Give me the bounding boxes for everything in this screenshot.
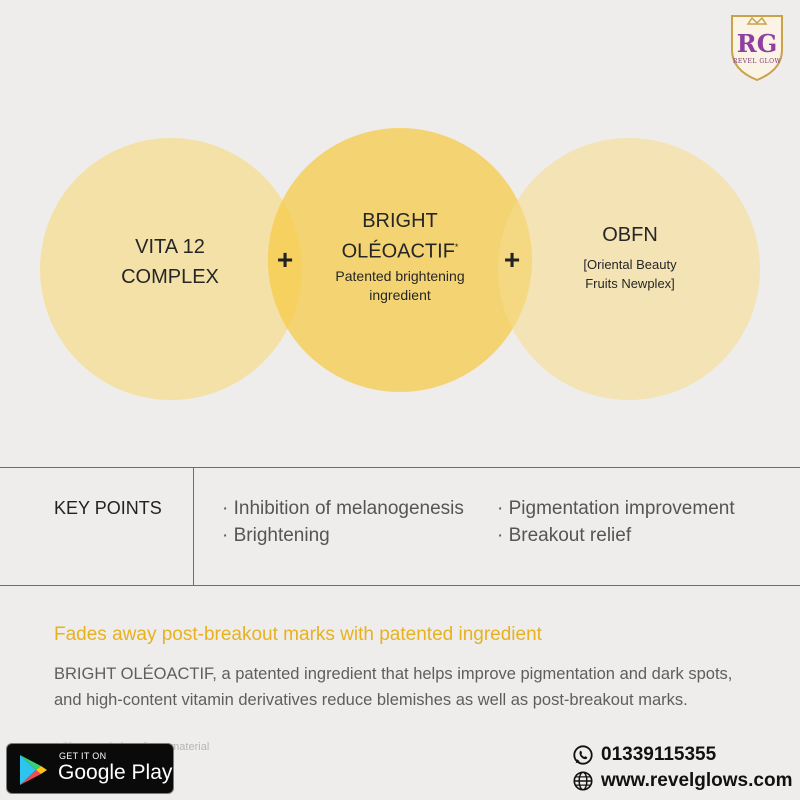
plus-icon-left: + [276, 244, 294, 275]
vita12-line1: VITA 12 [135, 236, 205, 258]
vita12-label: VITA 12 COMPLEX [80, 232, 260, 292]
logo-brand-text: REVEL GLOW [732, 58, 782, 65]
vita12-line2: COMPLEX [121, 266, 219, 288]
key-point-item: · Inhibition of melanogenesis [222, 498, 464, 519]
oleoactif-title-line1: BRIGHT [362, 210, 438, 232]
key-point-item: · Breakout relief [497, 525, 632, 546]
description: BRIGHT OLÉOACTIF, a patented ingredient … [54, 661, 774, 713]
ingredient-venn-diagram: VITA 12 COMPLEX BRIGHT OLÉOACTIF* Patent… [0, 120, 800, 420]
key-points-title: KEY POINTS [54, 498, 162, 518]
oleoactif-asterisk: * [454, 242, 459, 252]
description-line2: and high-content vitamin derivatives red… [54, 691, 688, 709]
globe-icon [573, 771, 593, 791]
circle-vita12 [40, 138, 302, 400]
headline: Fades away post-breakout marks with pate… [54, 624, 542, 645]
oleoactif-sub-line2: ingredient [369, 287, 431, 303]
obfn-title: OBFN [602, 224, 658, 246]
contact-phone[interactable]: 01339115355 [572, 743, 716, 767]
logo-shield-icon: RG [731, 15, 783, 82]
circle-bright-oleoactif [268, 128, 532, 392]
obfn-subtitle: [Oriental Beauty Fruits Newplex] [530, 255, 730, 293]
key-point-item: · Pigmentation improvement [497, 498, 735, 519]
google-play-icon [20, 755, 47, 785]
oleoactif-title: BRIGHT OLÉOACTIF* [300, 208, 500, 265]
google-play-badge[interactable]: GET IT ON Google Play [6, 743, 174, 794]
description-line1: BRIGHT OLÉOACTIF, a patented ingredient … [54, 665, 733, 683]
whatsapp-icon [573, 745, 593, 765]
oleoactif-title-line2: OLÉOACTIF [341, 240, 455, 263]
key-points-divider [193, 468, 194, 585]
website-url: www.revelglows.com [601, 770, 793, 791]
obfn-sub-line2: Fruits Newplex] [585, 276, 675, 291]
circle-obfn [498, 138, 760, 400]
phone-number: 01339115355 [601, 744, 717, 765]
obfn-sub-line1: [Oriental Beauty [583, 257, 677, 272]
oleoactif-sub-line1: Patented brightening [335, 268, 465, 284]
google-play-small-text: GET IT ON [59, 751, 107, 761]
google-play-big-text: Google Play [58, 761, 173, 784]
brand-logo: RG REVEL GLOW [728, 10, 786, 82]
plus-icon-right: + [503, 244, 521, 275]
contact-website[interactable]: www.revelglows.com [572, 769, 792, 793]
key-points-section: KEY POINTS · Inhibition of melanogenesis… [0, 467, 800, 586]
key-point-item: · Brightening [222, 525, 330, 546]
oleoactif-subtitle: Patented brightening ingredient [300, 267, 500, 305]
logo-monogram: RG [737, 29, 777, 58]
